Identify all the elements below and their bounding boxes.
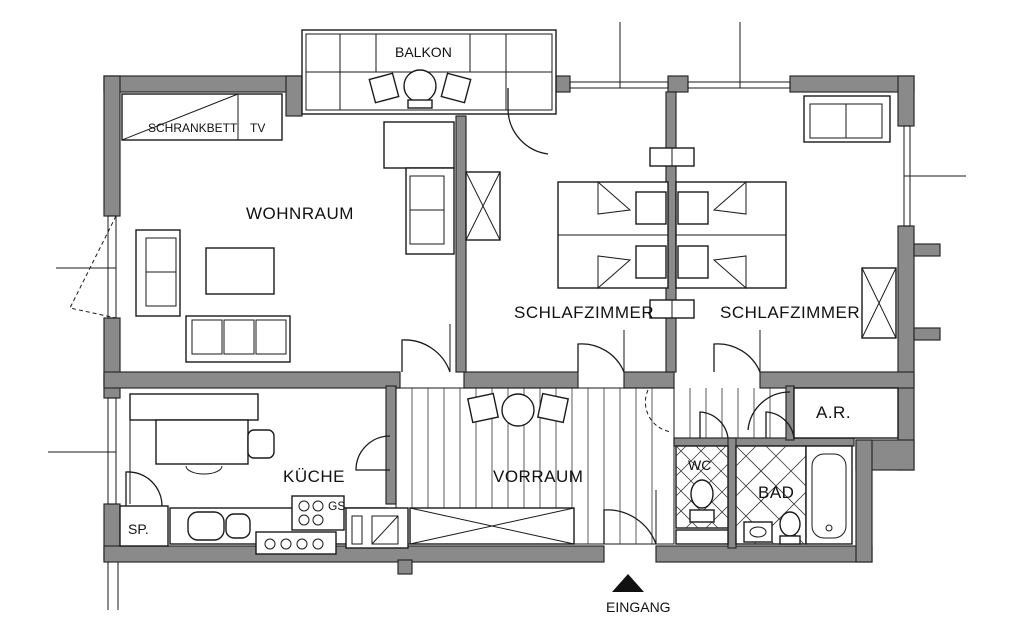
label-tv: TV <box>250 121 265 135</box>
balcony <box>301 29 557 115</box>
label-kueche: KÜCHE <box>283 467 345 486</box>
label-bad: BAD <box>758 483 794 502</box>
walls <box>103 75 941 575</box>
label-ar: A.R. <box>816 403 851 422</box>
kitchen <box>119 393 409 555</box>
storage-room <box>793 387 899 439</box>
label-sp: SP. <box>128 521 149 537</box>
windows <box>48 22 966 610</box>
label-balkon: BALKON <box>395 44 452 60</box>
label-schlafzimmer-2: SCHLAFZIMMER <box>720 303 860 322</box>
label-eingang: EINGANG <box>606 599 671 615</box>
living-room <box>121 93 455 373</box>
bathroom <box>675 411 853 545</box>
entrance-arrow-icon <box>612 574 644 592</box>
label-schrankbett: SCHRANKBETT <box>148 121 238 135</box>
hallway <box>395 387 791 545</box>
label-vorraum: VORRAUM <box>493 467 583 486</box>
label-wohnraum: WOHNRAUM <box>246 204 354 223</box>
label-gs: GS <box>328 499 345 513</box>
bedrooms <box>465 88 897 373</box>
label-schlafzimmer-1: SCHLAFZIMMER <box>514 303 654 322</box>
label-wc: WC <box>688 457 711 473</box>
